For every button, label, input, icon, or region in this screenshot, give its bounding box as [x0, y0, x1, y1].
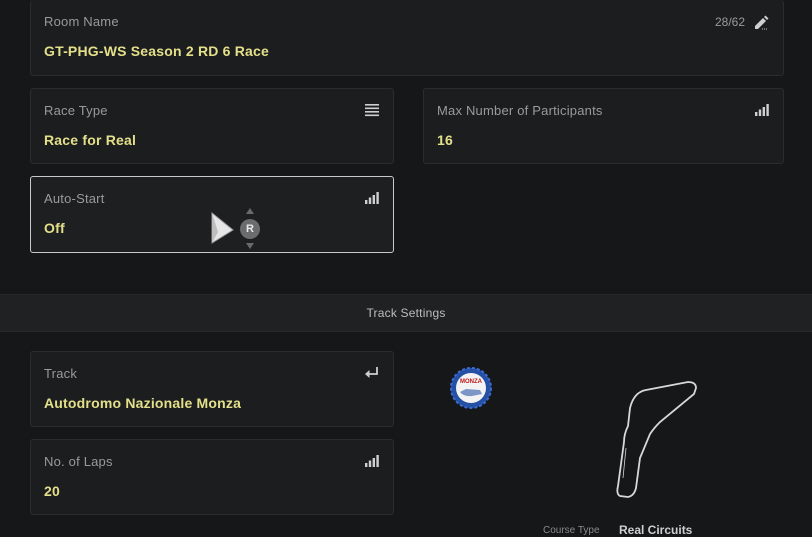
- auto-start-value: Off: [44, 220, 65, 236]
- max-participants-value: 16: [437, 132, 453, 148]
- signal-bars-icon: [365, 191, 379, 209]
- signal-bars-icon: [365, 454, 379, 472]
- track-value: Autodromo Nazionale Monza: [44, 395, 242, 411]
- r-stick-badge: R: [240, 219, 260, 239]
- race-type-label: Race Type: [44, 103, 108, 118]
- track-label: Track: [44, 366, 78, 381]
- r-stick-letter: R: [246, 223, 254, 235]
- room-name-char-counter: 28/62: [714, 15, 745, 29]
- course-type-label: Course Type: [543, 525, 600, 536]
- max-participants-label: Max Number of Participants: [437, 103, 603, 118]
- right-stick-hint: R: [239, 208, 261, 252]
- chevron-up-icon: [246, 208, 254, 214]
- track-settings-header: Track Settings: [0, 294, 812, 332]
- track-map: [616, 381, 697, 498]
- race-type-card[interactable]: Race Type Race for Real: [30, 88, 394, 164]
- room-name-value: GT-PHG-WS Season 2 RD 6 Race: [44, 43, 269, 59]
- laps-value: 20: [44, 483, 60, 499]
- pencil-icon[interactable]: [753, 14, 769, 35]
- monza-logo-text: MONZA: [460, 379, 482, 385]
- enter-icon: [365, 366, 379, 384]
- room-name-card[interactable]: Room Name 28/62 GT-PHG-WS Season 2 RD 6 …: [30, 0, 784, 76]
- list-icon: [365, 103, 379, 122]
- laps-label: No. of Laps: [44, 454, 113, 469]
- max-participants-card[interactable]: Max Number of Participants 16: [423, 88, 784, 164]
- auto-start-label: Auto-Start: [44, 191, 105, 206]
- chevron-down-icon: [246, 243, 254, 249]
- track-settings-title: Track Settings: [366, 306, 446, 320]
- cursor-pointer-icon: [211, 212, 234, 244]
- track-card[interactable]: Track Autodromo Nazionale Monza: [30, 351, 394, 427]
- monza-track-logo: MONZA: [450, 367, 492, 409]
- room-name-label: Room Name: [44, 14, 119, 29]
- laps-card[interactable]: No. of Laps 20: [30, 439, 394, 515]
- race-type-value: Race for Real: [44, 132, 137, 148]
- signal-bars-icon: [755, 103, 769, 121]
- course-type-value: Real Circuits: [619, 523, 693, 537]
